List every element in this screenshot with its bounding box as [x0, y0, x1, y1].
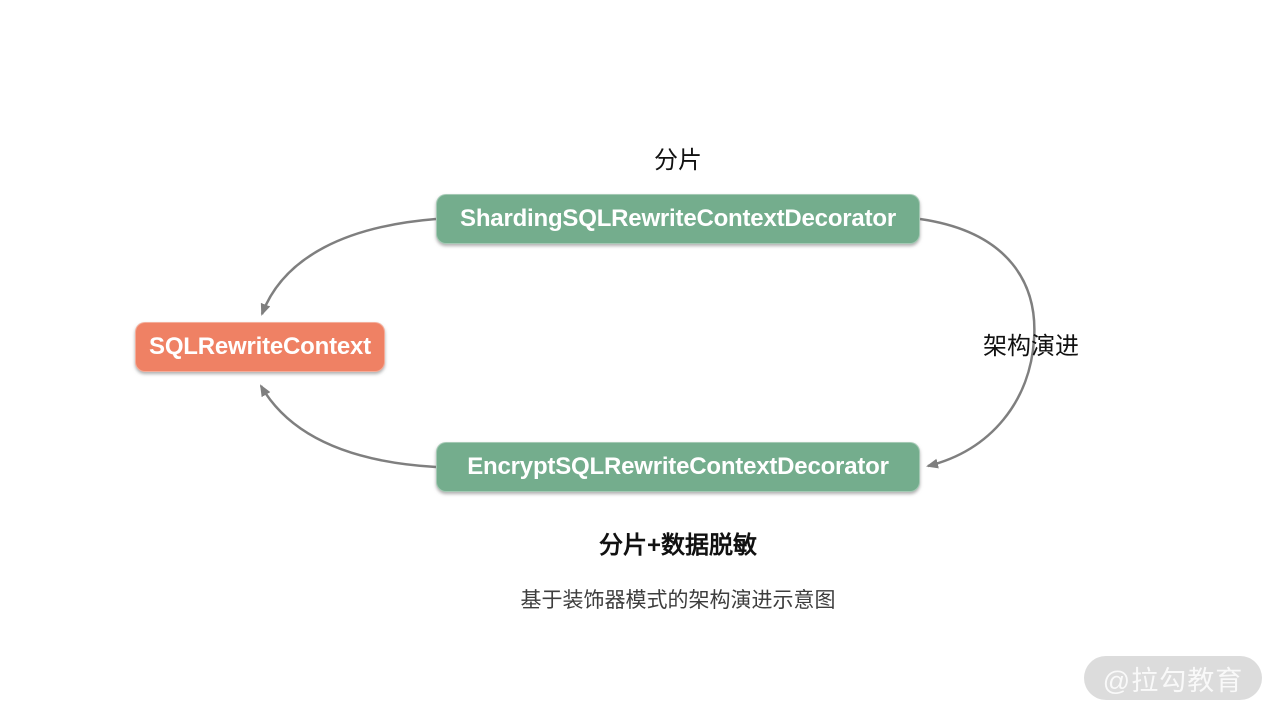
node-sharding-decorator-label: ShardingSQLRewriteContextDecorator — [460, 205, 896, 232]
watermark-badge: @拉勾教育 — [1084, 656, 1262, 700]
edge-sharding-to-encrypt — [919, 217, 1036, 469]
label-architecture-evolution: 架构演进 — [983, 333, 1079, 360]
edge-encrypt-to-context — [259, 384, 437, 469]
node-sharding-decorator: ShardingSQLRewriteContextDecorator — [436, 194, 920, 244]
node-sql-rewrite-context-label: SQLRewriteContext — [149, 333, 371, 360]
node-encrypt-decorator-label: EncryptSQLRewriteContextDecorator — [467, 453, 889, 480]
node-sql-rewrite-context: SQLRewriteContext — [135, 322, 385, 372]
diagram-caption: 基于装饰器模式的架构演进示意图 — [520, 589, 836, 612]
watermark-text: @拉勾教育 — [1102, 665, 1244, 696]
edge-sharding-to-context — [260, 217, 437, 316]
node-encrypt-decorator: EncryptSQLRewriteContextDecorator — [436, 442, 920, 492]
label-sharding-annotation: 分片 — [654, 147, 702, 174]
label-encrypt-annotation: 分片+数据脱敏 — [598, 532, 758, 559]
